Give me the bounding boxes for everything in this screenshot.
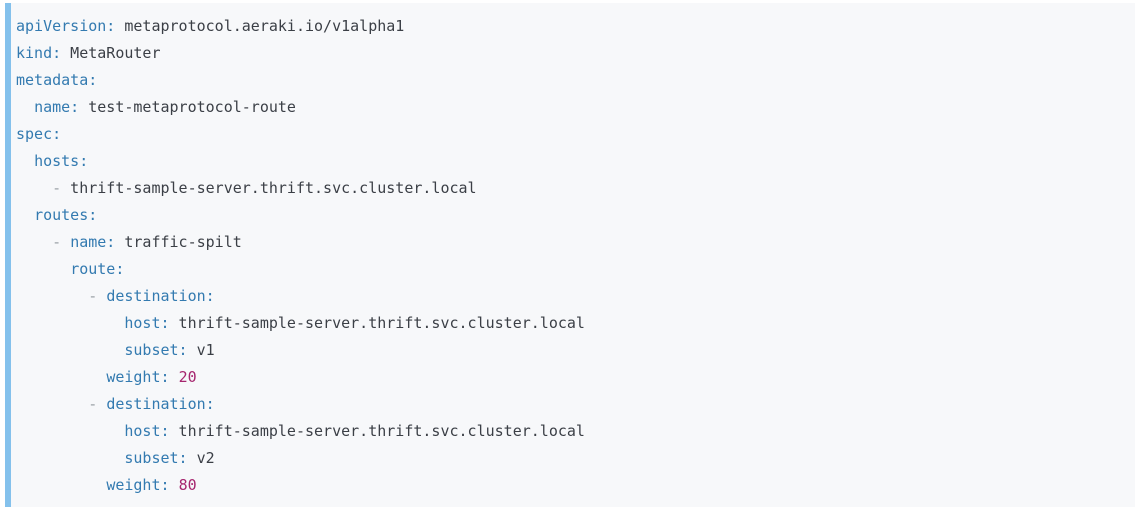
yaml-code-block: apiVersion: metaprotocol.aeraki.io/v1alp… — [5, 3, 1135, 507]
accent-bar — [5, 3, 11, 507]
code-line: - destination: — [16, 283, 1123, 310]
yaml-value — [16, 449, 124, 467]
yaml-value — [16, 341, 124, 359]
yaml-key: subset: — [124, 341, 188, 359]
yaml-key: subset: — [124, 449, 188, 467]
yaml-value — [16, 368, 106, 386]
yaml-value: thrift-sample-server.thrift.svc.cluster.… — [169, 422, 585, 440]
yaml-dash: - — [52, 179, 62, 197]
code-line: routes: — [16, 202, 1123, 229]
yaml-number: 80 — [178, 476, 197, 494]
yaml-number: 20 — [178, 368, 197, 386]
yaml-value — [16, 476, 106, 494]
yaml-key: weight: — [106, 368, 170, 386]
yaml-value: v2 — [187, 449, 215, 467]
yaml-value: thrift-sample-server.thrift.svc.cluster.… — [169, 314, 585, 332]
code-line: weight: 20 — [16, 364, 1123, 391]
yaml-key: hosts: — [34, 152, 89, 170]
yaml-value — [16, 260, 70, 278]
yaml-key: name: — [34, 98, 80, 116]
yaml-value — [97, 395, 106, 413]
yaml-value — [16, 287, 88, 305]
code-line: - destination: — [16, 391, 1123, 418]
yaml-key: apiVersion: — [16, 17, 116, 35]
yaml-value — [16, 152, 34, 170]
yaml-value: test-metaprotocol-route — [79, 98, 296, 116]
yaml-value — [97, 287, 106, 305]
code-line: spec: — [16, 121, 1123, 148]
code-line: hosts: — [16, 148, 1123, 175]
yaml-dash: - — [88, 395, 98, 413]
yaml-value: MetaRouter — [61, 44, 161, 62]
yaml-value — [61, 233, 70, 251]
code-line: weight: 80 — [16, 472, 1123, 499]
yaml-key: destination: — [106, 395, 215, 413]
yaml-value — [16, 206, 34, 224]
code-line: host: thrift-sample-server.thrift.svc.cl… — [16, 310, 1123, 337]
yaml-key: name: — [70, 233, 116, 251]
code-content: apiVersion: metaprotocol.aeraki.io/v1alp… — [11, 3, 1135, 507]
yaml-key: host: — [124, 422, 170, 440]
yaml-key: weight: — [106, 476, 170, 494]
yaml-value: v1 — [187, 341, 215, 359]
yaml-dash: - — [52, 233, 62, 251]
code-line: route: — [16, 256, 1123, 283]
yaml-value: thrift-sample-server.thrift.svc.cluster.… — [61, 179, 477, 197]
yaml-value: metaprotocol.aeraki.io/v1alpha1 — [115, 17, 405, 35]
yaml-key: metadata: — [16, 71, 98, 89]
code-line: subset: v1 — [16, 337, 1123, 364]
yaml-value — [170, 368, 179, 386]
code-line: metadata: — [16, 67, 1123, 94]
code-line: - name: traffic-spilt — [16, 229, 1123, 256]
code-line: name: test-metaprotocol-route — [16, 94, 1123, 121]
yaml-key: destination: — [106, 287, 215, 305]
code-line: subset: v2 — [16, 445, 1123, 472]
yaml-key: spec: — [16, 125, 62, 143]
yaml-key: kind: — [16, 44, 62, 62]
code-line: apiVersion: metaprotocol.aeraki.io/v1alp… — [16, 13, 1123, 40]
yaml-key: route: — [70, 260, 125, 278]
yaml-value — [16, 422, 124, 440]
code-line: - thrift-sample-server.thrift.svc.cluste… — [16, 175, 1123, 202]
yaml-value: traffic-spilt — [115, 233, 242, 251]
yaml-dash: - — [88, 287, 98, 305]
yaml-value — [16, 314, 124, 332]
yaml-value — [16, 98, 34, 116]
yaml-key: host: — [124, 314, 170, 332]
yaml-value — [170, 476, 179, 494]
yaml-key: routes: — [34, 206, 98, 224]
yaml-value — [16, 179, 52, 197]
yaml-value — [16, 233, 52, 251]
code-line: host: thrift-sample-server.thrift.svc.cl… — [16, 418, 1123, 445]
code-line: kind: MetaRouter — [16, 40, 1123, 67]
yaml-value — [16, 395, 88, 413]
